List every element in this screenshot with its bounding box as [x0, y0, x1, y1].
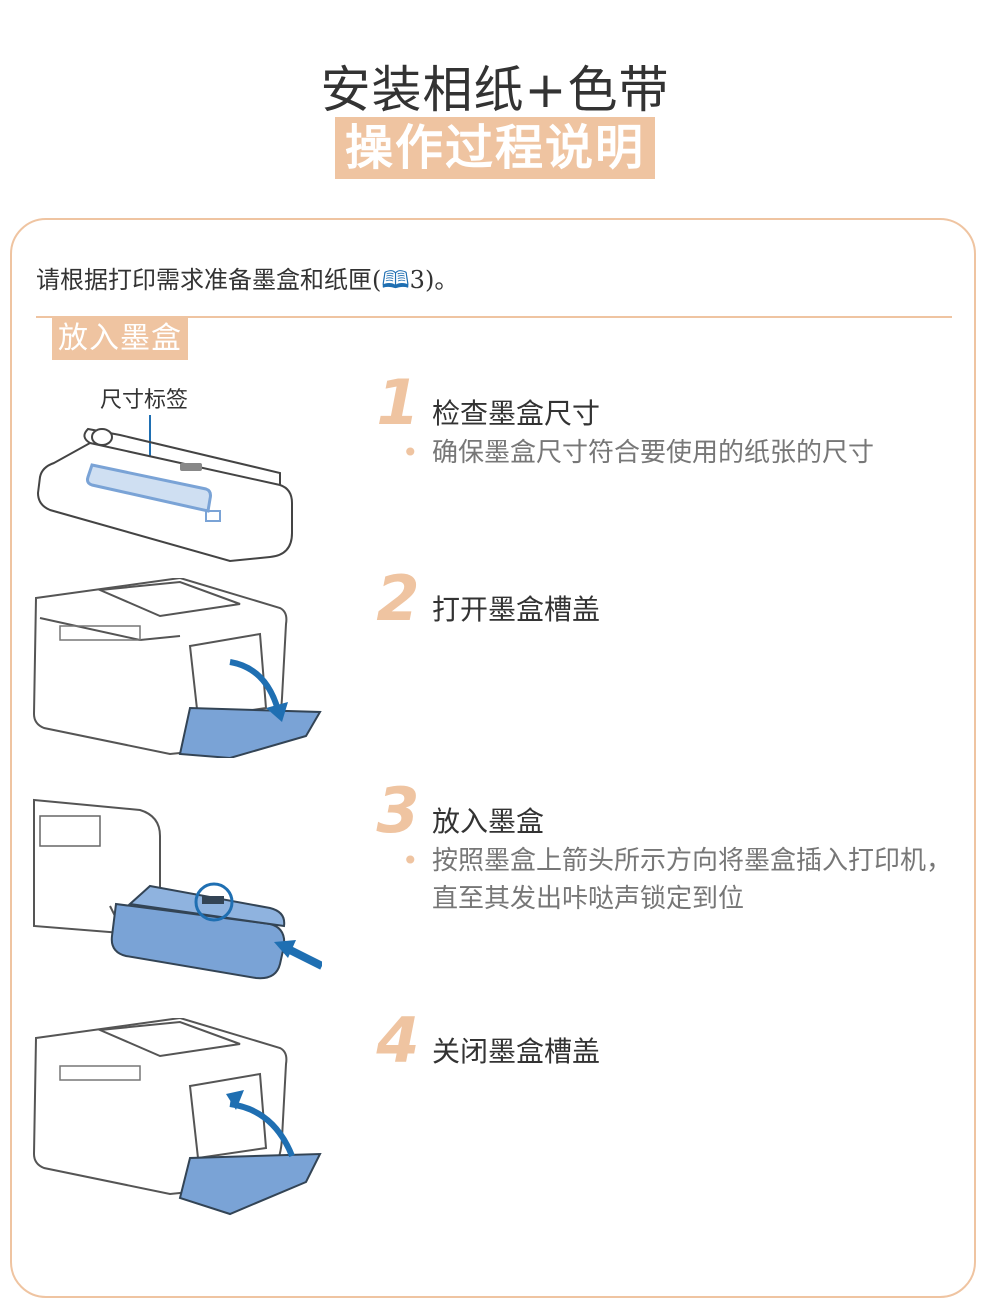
step-number: 2: [376, 562, 420, 635]
divider: [36, 316, 952, 318]
printer-open-cover-figure: [32, 578, 322, 758]
bullet-icon: •: [402, 844, 419, 877]
intro-text-before: 请根据打印需求准备墨盒和纸匣(: [36, 266, 382, 294]
page-subtitle: 操作过程说明: [334, 117, 655, 179]
intro-text-after: )。: [424, 266, 459, 294]
insert-cassette-figure: [33, 798, 322, 980]
intro-ref: 3: [409, 266, 425, 294]
step-number: 1: [376, 366, 420, 439]
page-title: 安装相纸+色带: [320, 61, 670, 119]
subtitle-wrap: 操作过程说明: [0, 117, 990, 179]
step-title: 打开墨盒槽盖: [432, 593, 601, 626]
step-number: 4: [376, 1004, 420, 1077]
step-title: 检查墨盒尺寸: [432, 397, 601, 430]
step-desc: • 确保墨盒尺寸符合要使用的纸张的尺寸: [402, 434, 952, 472]
book-icon: 🕮: [381, 266, 410, 294]
size-label-caption: 尺寸标签: [100, 388, 189, 413]
step-desc: • 按照墨盒上箭头所示方向将墨盒插入打印机，直至其发出咔哒声锁定到位: [402, 842, 953, 918]
section-label: 放入墨盒: [52, 318, 188, 360]
step-desc-text: 按照墨盒上箭头所示方向将墨盒插入打印机，直至其发出咔哒声锁定到位: [432, 846, 953, 914]
printer-close-cover-figure: [32, 1018, 322, 1216]
step-desc-text: 确保墨盒尺寸符合要使用的纸张的尺寸: [432, 438, 875, 468]
ink-cassette-figure: [36, 415, 293, 563]
step-number: 3: [376, 774, 420, 847]
step-title: 放入墨盒: [432, 805, 545, 838]
intro-text: 请根据打印需求准备墨盒和纸匣(🕮3)。: [36, 260, 458, 304]
step-title: 关闭墨盒槽盖: [432, 1035, 601, 1068]
bullet-icon: •: [402, 436, 419, 469]
